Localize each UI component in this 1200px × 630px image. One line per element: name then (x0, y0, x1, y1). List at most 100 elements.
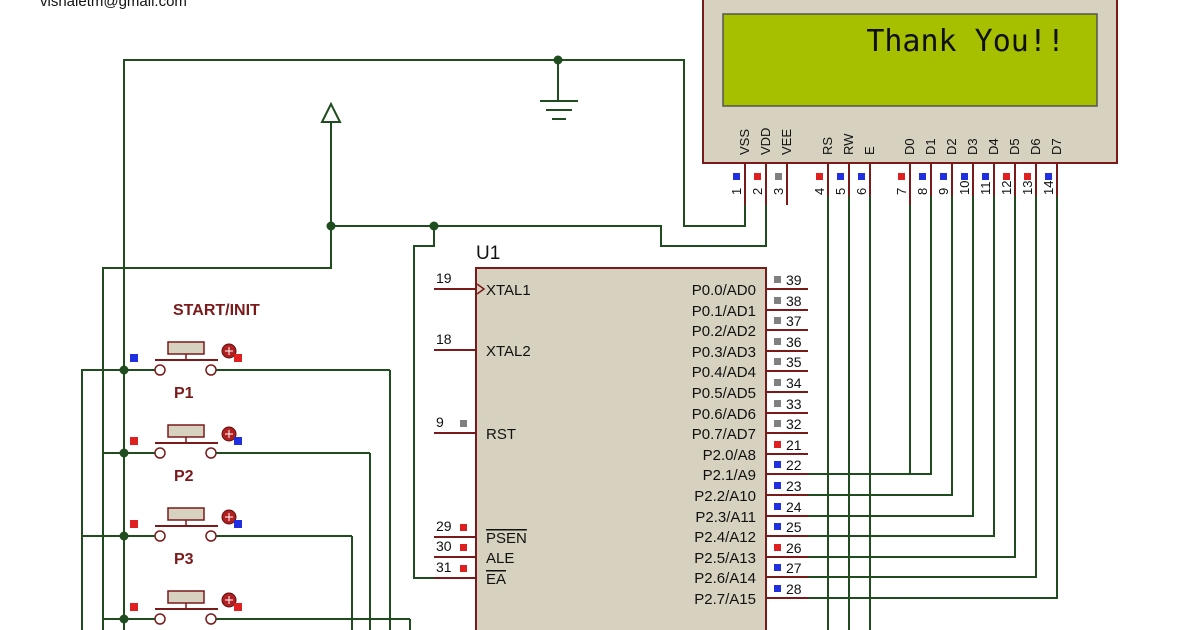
mcu-pin-number: 38 (786, 293, 802, 309)
port2-data-wire (808, 196, 995, 537)
lcd-pin-name: D5 (1007, 138, 1022, 155)
button-contact (205, 447, 217, 459)
port2-data-wire (808, 196, 1037, 578)
logic-state-indicator (754, 173, 761, 180)
lcd-pin-name: D6 (1028, 138, 1043, 155)
button-cap[interactable] (167, 341, 205, 355)
logic-state-indicator (774, 441, 781, 448)
logic-state-indicator (460, 565, 467, 572)
mcu-pin-name: XTAL1 (486, 282, 531, 299)
lcd-pin-number: 4 (812, 188, 827, 195)
mcu-pin-number: 39 (786, 272, 802, 288)
mcu-pin-number: 34 (786, 375, 802, 391)
mcu-pin-number: 24 (786, 499, 802, 515)
logic-state-indicator (130, 354, 138, 362)
mcu-pin-name: P0.0/AD0 (692, 282, 756, 299)
mcu-pin-p0.1: P0.1/AD1 38 (692, 293, 808, 320)
logic-state-indicator (130, 603, 138, 611)
logic-state-indicator (460, 544, 467, 551)
push-button-1[interactable]: START/INIT (119, 302, 391, 630)
mcu-pin-name: P2.2/A10 (694, 488, 756, 505)
clock-input-marker (476, 283, 486, 295)
logic-state-indicator (774, 420, 781, 427)
mcu-pin-number: 29 (436, 518, 452, 534)
lcd-pin-number: 10 (957, 181, 972, 195)
author-email: vishaletm@gmail.com (40, 0, 187, 10)
mcu-pin-number: 28 (786, 581, 802, 597)
button-contact (205, 613, 217, 625)
push-button-4[interactable]: P3 (119, 551, 411, 630)
logic-state-indicator (774, 400, 781, 407)
port2-data-wire (808, 196, 953, 496)
lcd-pin-name: D7 (1049, 138, 1064, 155)
logic-state-indicator (234, 520, 242, 528)
mcu-pin-name: P0.1/AD1 (692, 303, 756, 320)
lcd-pin-number: 5 (833, 188, 848, 195)
button-contact (154, 530, 166, 542)
mcu-pin-number: 18 (436, 331, 452, 347)
logic-state-indicator (775, 173, 782, 180)
mcu-pin-p2.2: P2.2/A10 23 (694, 478, 808, 505)
button-cap[interactable] (167, 590, 205, 604)
logic-state-indicator (774, 544, 781, 551)
button-label: P1 (174, 385, 194, 402)
mcu-pin-number: 30 (436, 538, 452, 554)
mcu-pin-name: XTAL2 (486, 343, 531, 360)
button-cap[interactable] (167, 424, 205, 438)
lcd-pin-name: D2 (944, 138, 959, 155)
lcd-pin-name: RW (841, 133, 856, 155)
mcu-pin-number: 26 (786, 540, 802, 556)
button-cap[interactable] (167, 507, 205, 521)
mcu-pin-number: 31 (436, 559, 452, 575)
logic-state-indicator (919, 173, 926, 180)
logic-state-indicator (774, 297, 781, 304)
mcu-pin-number: 35 (786, 354, 802, 370)
mcu-pin-name: P0.6/AD6 (692, 406, 756, 423)
logic-state-indicator (774, 503, 781, 510)
lcd-pin-number: 12 (999, 181, 1014, 195)
logic-state-indicator (1003, 173, 1010, 180)
mcu-pin-number: 23 (786, 478, 802, 494)
logic-state-indicator (774, 523, 781, 530)
logic-state-indicator (961, 173, 968, 180)
push-button-3[interactable]: P2 (119, 468, 353, 630)
mcu-pin-name: P0.3/AD3 (692, 344, 756, 361)
actuator-cross (225, 513, 233, 521)
lcd-module: Thank You!! VSS1VDD2VEE3RS4RW5E6D07D18D2… (702, 0, 1118, 205)
logic-state-indicator (774, 564, 781, 571)
lcd-pin-name: VEE (779, 129, 794, 155)
lcd-pin-name: RS (820, 137, 835, 155)
mcu-pin-number: 32 (786, 416, 802, 432)
mcu-pin-p0.0: P0.0/AD0 39 (692, 272, 808, 299)
lcd-pin-number: 13 (1020, 181, 1035, 195)
mcu-pin-name: P0.7/AD7 (692, 426, 756, 443)
logic-state-indicator (1045, 173, 1052, 180)
push-button-2[interactable]: P1 (119, 385, 371, 630)
logic-state-indicator (982, 173, 989, 180)
lcd-pin-name: VDD (758, 128, 773, 155)
lcd-pin-name: D1 (923, 138, 938, 155)
port2-data-wire (808, 196, 1058, 599)
logic-state-indicator (816, 173, 823, 180)
ground-symbol (540, 100, 578, 120)
mcu-reference: U1 (476, 243, 500, 264)
button-contact (205, 364, 217, 376)
actuator-cross (225, 430, 233, 438)
junction-dots (326, 55, 563, 231)
button-contact (205, 530, 217, 542)
actuator-cross (225, 347, 233, 355)
power-arrow-symbol (320, 101, 342, 123)
mcu-pin-name: RST (486, 426, 516, 443)
